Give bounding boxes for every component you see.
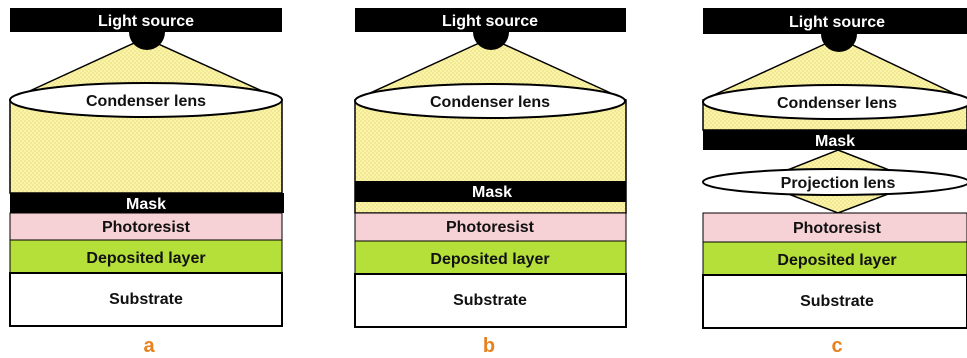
- condenser-lens: [9, 82, 283, 118]
- photoresist-label: Photoresist: [102, 219, 191, 236]
- condenser-lens-label: Condenser lens: [430, 94, 550, 111]
- mask-label: Mask: [815, 133, 855, 150]
- photoresist-label: Photoresist: [793, 220, 882, 237]
- light-source-label: Light source: [789, 14, 885, 31]
- deposited-layer: [702, 241, 967, 276]
- deposited-layer-label: Deposited layer: [430, 251, 549, 268]
- panel-a: Condenser lens Light source Mask Photore…: [9, 8, 284, 357]
- substrate: [9, 272, 283, 327]
- photoresist-label: Photoresist: [446, 219, 535, 236]
- photoresist: [354, 212, 627, 242]
- panel-c: Condenser lens Light source Mask Project…: [702, 8, 967, 357]
- photoresist: [9, 212, 283, 241]
- light-source-bulb: [129, 32, 165, 50]
- substrate: [354, 273, 627, 328]
- condenser-lens-label: Condenser lens: [86, 93, 206, 110]
- light-source-label: Light source: [98, 13, 194, 30]
- light-source-bulb: [473, 32, 509, 50]
- light-source-bar: [703, 8, 967, 34]
- light-source-label: Light source: [442, 13, 538, 30]
- light-source-bar: [10, 8, 282, 32]
- condenser-lens: [702, 84, 967, 120]
- deposited-layer: [354, 240, 627, 275]
- condenser-lens: [354, 83, 626, 119]
- substrate: [702, 274, 967, 329]
- panel-letter: c: [831, 335, 842, 357]
- photoresist: [702, 212, 967, 243]
- condenser-lens-label: Condenser lens: [777, 95, 897, 112]
- projection-lens-label: Projection lens: [781, 175, 896, 192]
- substrate-label: Substrate: [109, 291, 183, 308]
- deposited-layer-label: Deposited layer: [86, 250, 205, 267]
- panel-letter: b: [483, 335, 495, 357]
- substrate-label: Substrate: [453, 292, 527, 309]
- mask: [703, 130, 967, 150]
- mask-label: Mask: [472, 184, 512, 201]
- deposited-layer: [9, 239, 283, 274]
- mask: [355, 181, 626, 202]
- deposited-layer-label: Deposited layer: [777, 252, 896, 269]
- panel-b: Condenser lens Light source Mask Photore…: [354, 8, 627, 357]
- mask-label: Mask: [126, 196, 166, 213]
- light-source-bar: [355, 8, 626, 32]
- projection-lens: [702, 168, 967, 196]
- mask: [10, 193, 284, 213]
- panel-letter: a: [143, 335, 155, 357]
- substrate-label: Substrate: [800, 293, 874, 310]
- light-source-bulb: [821, 34, 857, 52]
